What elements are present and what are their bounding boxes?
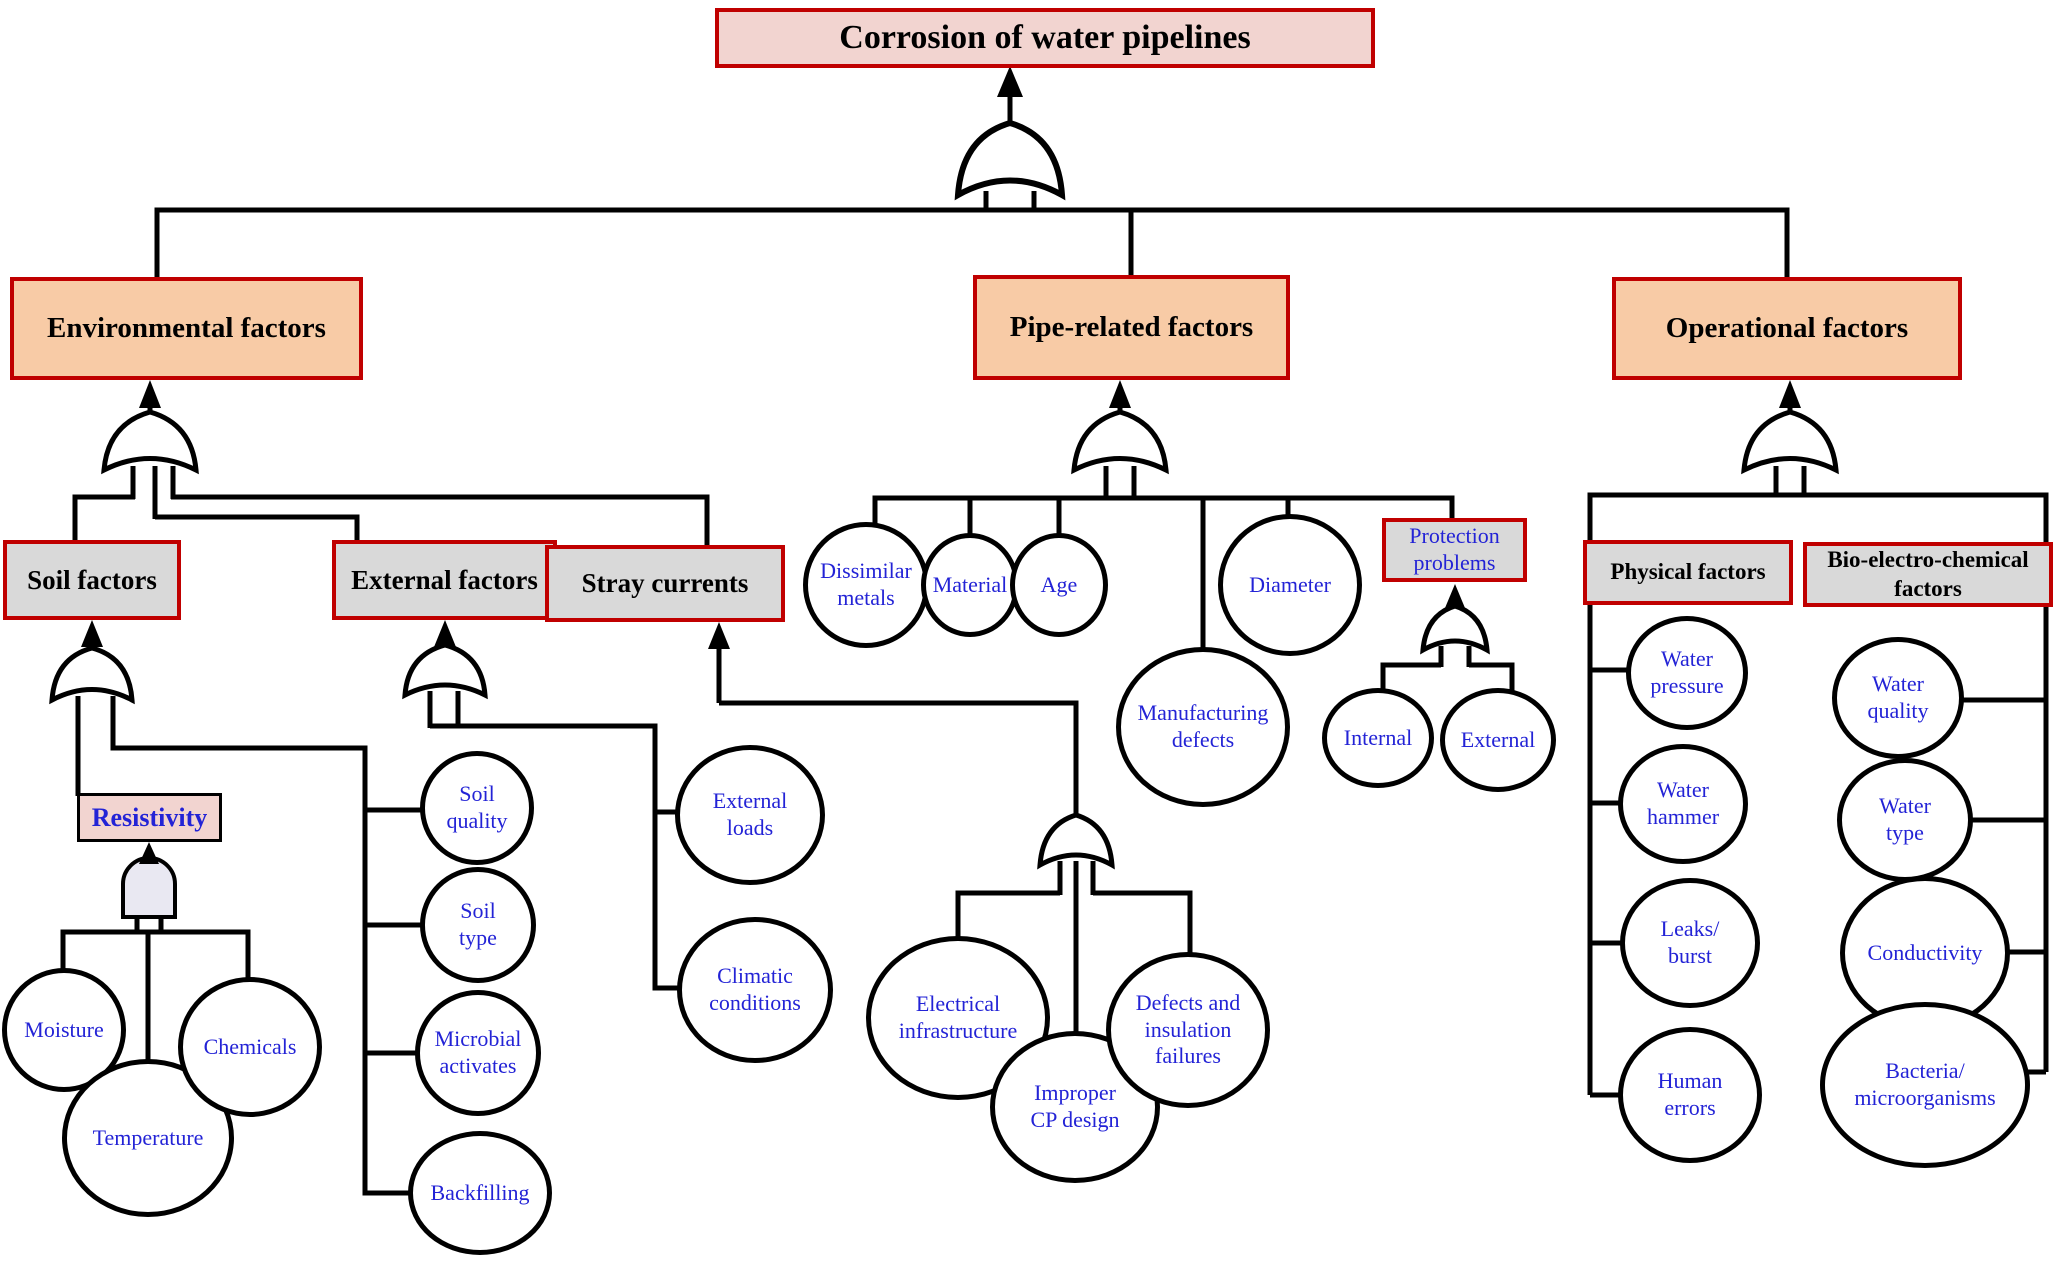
- sub-event-external-factors: External factors: [332, 540, 557, 620]
- temperature-label: Temperature: [92, 1124, 204, 1150]
- basic-event-backfilling: Backfilling: [408, 1131, 552, 1255]
- sub-event-protection-problems: Protection problems: [1382, 518, 1527, 582]
- conductivity-label: Conductivity: [1867, 939, 1983, 965]
- sub-event-stray-currents: Stray currents: [545, 545, 785, 622]
- external-factors-label: External factors: [351, 564, 538, 595]
- microbial-activates-label: Microbial activates: [434, 1026, 522, 1078]
- or-gate-external: [402, 642, 488, 700]
- or-gate-environmental: [101, 409, 199, 475]
- water-quality-label: Water quality: [1867, 671, 1929, 723]
- basic-event-chemicals: Chemicals: [178, 977, 322, 1117]
- basic-event-material: Material: [921, 533, 1019, 637]
- connectors: [60, 92, 2049, 1196]
- basic-event-internal: Internal: [1322, 688, 1434, 788]
- sub-event-resistivity: Resistivity: [77, 793, 222, 842]
- diameter-label: Diameter: [1249, 571, 1331, 597]
- basic-event-dissimilar-metals: Dissimilar metals: [803, 522, 929, 648]
- branch-operational-box: Operational factors: [1612, 277, 1962, 380]
- soil-type-label: Soil type: [459, 898, 497, 950]
- moisture-label: Moisture: [24, 1016, 104, 1042]
- stray-currents-label: Stray currents: [581, 568, 749, 599]
- climatic-conditions-label: Climatic conditions: [709, 963, 801, 1015]
- branch-environmental-box: Environmental factors: [10, 277, 363, 380]
- basic-event-external: External: [1440, 688, 1556, 792]
- electrical-infrastructure-label: Electrical infrastructure: [898, 991, 1018, 1043]
- basic-event-electrical-infrastructure: Electrical infrastructure: [866, 936, 1050, 1100]
- backfilling-label: Backfilling: [430, 1179, 530, 1205]
- leaks-burst-label: Leaks/ burst: [1660, 916, 1720, 968]
- basic-event-water-pressure: Water pressure: [1626, 616, 1748, 730]
- or-gate-operational: [1741, 409, 1839, 475]
- basic-event-soil-quality: Soil quality: [420, 751, 534, 865]
- age-label: Age: [1040, 571, 1078, 597]
- or-gate-pipe-related: [1071, 409, 1169, 475]
- and-gate-resistivity: [121, 856, 177, 919]
- resistivity-label: Resistivity: [91, 802, 208, 832]
- chemicals-label: Chemicals: [203, 1033, 297, 1059]
- basic-event-water-type: Water type: [1837, 758, 1973, 882]
- basic-event-manufacturing-defects: Manufacturing defects: [1116, 647, 1290, 807]
- or-gate-stray-currents: [1037, 812, 1115, 870]
- external-loads-label: External loads: [712, 788, 788, 840]
- improper-cp-design-label: Improper CP design: [1030, 1080, 1120, 1132]
- basic-event-human-errors: Human errors: [1618, 1027, 1762, 1163]
- physical-factors-label: Physical factors: [1610, 559, 1766, 585]
- water-type-label: Water type: [1879, 793, 1931, 845]
- defects-insulation-label: Defects and insulation failures: [1135, 989, 1241, 1069]
- top-event-box: Corrosion of water pipelines: [715, 8, 1375, 68]
- or-gate-soil: [49, 645, 135, 705]
- dissimilar-metals-label: Dissimilar metals: [820, 558, 912, 610]
- basic-event-external-loads: External loads: [675, 745, 825, 885]
- branch-operational-label: Operational factors: [1665, 311, 1909, 344]
- soil-quality-label: Soil quality: [446, 781, 508, 833]
- basic-event-age: Age: [1010, 533, 1108, 637]
- manufacturing-defects-label: Manufacturing defects: [1137, 700, 1269, 752]
- material-label: Material: [932, 571, 1008, 597]
- human-errors-label: Human errors: [1657, 1068, 1723, 1120]
- water-hammer-label: Water hammer: [1646, 777, 1720, 829]
- protection-problems-label: Protection problems: [1409, 523, 1500, 575]
- branch-environmental-label: Environmental factors: [47, 311, 326, 344]
- branch-pipe-related-box: Pipe-related factors: [973, 275, 1290, 380]
- or-gate-top: [954, 119, 1066, 201]
- basic-event-water-hammer: Water hammer: [1618, 744, 1748, 864]
- bacteria-label: Bacteria/ microorganisms: [1854, 1058, 1996, 1110]
- top-event-label: Corrosion of water pipelines: [839, 19, 1251, 57]
- basic-event-bacteria: Bacteria/ microorganisms: [1820, 1002, 2030, 1168]
- basic-event-leaks-burst: Leaks/ burst: [1620, 878, 1760, 1008]
- basic-event-microbial-activates: Microbial activates: [415, 990, 541, 1116]
- basic-event-defects-insulation: Defects and insulation failures: [1106, 952, 1270, 1108]
- basic-event-soil-type: Soil type: [420, 867, 536, 983]
- sub-event-soil-factors: Soil factors: [3, 540, 181, 620]
- soil-factors-label: Soil factors: [27, 564, 157, 595]
- water-pressure-label: Water pressure: [1650, 646, 1724, 698]
- bio-factors-label: Bio-electro-chemical factors: [1827, 547, 2029, 601]
- basic-event-water-quality: Water quality: [1832, 637, 1964, 759]
- internal-label: Internal: [1343, 724, 1413, 750]
- basic-event-climatic-conditions: Climatic conditions: [677, 917, 833, 1063]
- external-label: External: [1460, 726, 1536, 752]
- sub-event-bio-factors: Bio-electro-chemical factors: [1803, 542, 2053, 607]
- branch-pipe-related-label: Pipe-related factors: [1009, 310, 1254, 343]
- basic-event-diameter: Diameter: [1218, 514, 1362, 656]
- arrowheads: [81, 66, 1801, 864]
- or-gate-protection: [1420, 603, 1490, 655]
- sub-event-physical-factors: Physical factors: [1583, 540, 1793, 605]
